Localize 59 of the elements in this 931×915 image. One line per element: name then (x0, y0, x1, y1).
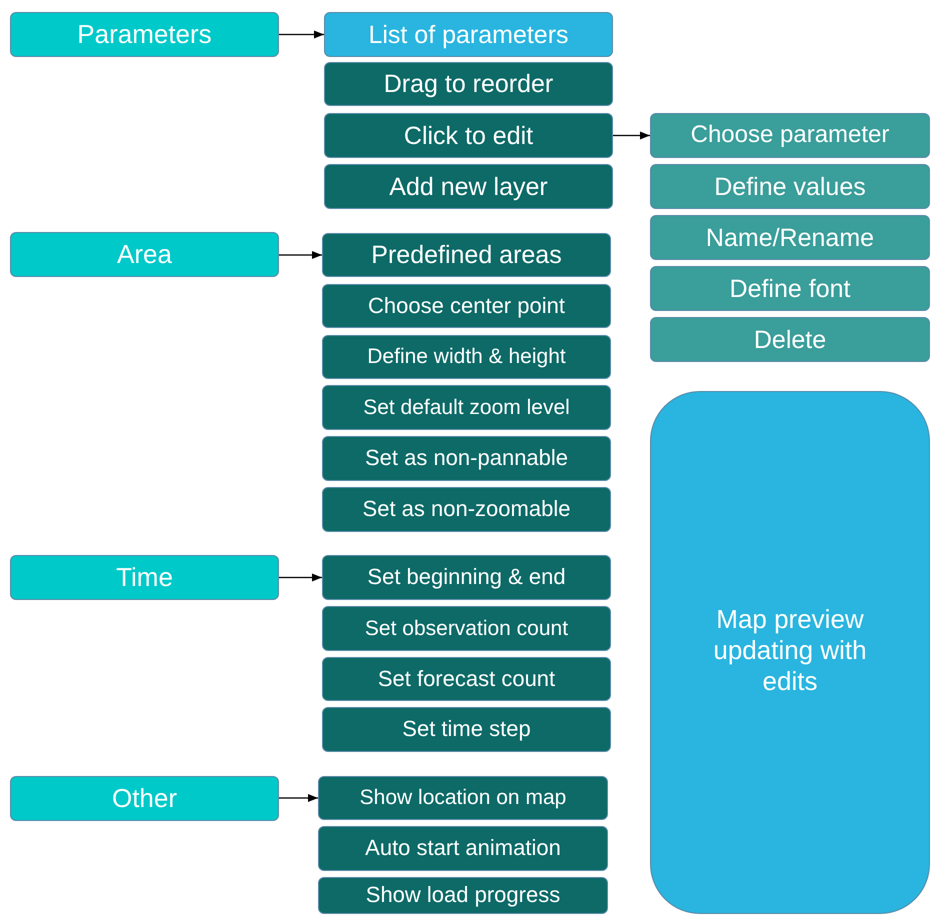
box-label: Set time step (402, 716, 531, 743)
option-box (322, 335, 611, 379)
box-label: Name/Rename (706, 222, 874, 252)
box-label: Click to edit (404, 120, 534, 150)
option-box (650, 317, 930, 362)
option-box (650, 266, 930, 311)
option-box (324, 12, 613, 57)
category-box (10, 555, 279, 600)
box-label: Time (116, 562, 173, 594)
box-label: Delete (754, 324, 826, 354)
option-box (324, 62, 613, 106)
box-label: Auto start animation (365, 835, 561, 862)
preview-panel (650, 391, 930, 914)
category-box (10, 232, 279, 277)
box-label: Define font (730, 274, 850, 304)
option-box (322, 606, 611, 651)
box-label: Choose center point (368, 292, 565, 320)
option-box (322, 707, 611, 752)
arrow (279, 574, 322, 582)
box-label: Parameters (77, 18, 212, 50)
option-box (322, 487, 611, 532)
option-box (324, 164, 613, 209)
arrow (279, 794, 318, 802)
box-label: Add new layer (389, 172, 548, 202)
box-label: Other (112, 782, 178, 814)
option-box (650, 164, 930, 209)
category-box (10, 776, 279, 821)
box-label: Area (117, 238, 172, 270)
box-label: Define width & height (367, 344, 566, 370)
option-box (324, 113, 613, 158)
option-box (322, 233, 611, 277)
box-label: Set forecast count (378, 666, 556, 692)
box-label: Show location on map (360, 785, 566, 811)
box-label: List of parameters (368, 20, 569, 50)
option-box (322, 657, 611, 701)
option-box (650, 215, 930, 260)
box-label: Drag to reorder (384, 69, 554, 99)
option-box (318, 877, 608, 914)
box-label: Set as non-zoomable (362, 496, 570, 523)
box-label: Map preview updating with edits (712, 604, 868, 698)
box-label: Set observation count (364, 616, 568, 642)
box-label: Set default zoom level (363, 394, 570, 420)
option-box (322, 385, 611, 430)
category-box (10, 12, 279, 57)
arrow (279, 251, 322, 259)
option-box (318, 776, 608, 820)
option-box (322, 284, 611, 328)
box-label: Predefined areas (371, 240, 562, 270)
option-box (322, 555, 611, 600)
box-label: Choose parameter (690, 121, 890, 150)
box-label: Set as non-pannable (364, 445, 568, 472)
box-label: Show load progress (366, 882, 560, 909)
box-label: Set beginning & end (367, 564, 566, 591)
option-box (318, 826, 608, 871)
arrow (279, 30, 324, 38)
option-box (650, 113, 930, 158)
arrow (613, 132, 650, 140)
box-label: Define values (714, 172, 866, 202)
option-box (322, 436, 611, 481)
